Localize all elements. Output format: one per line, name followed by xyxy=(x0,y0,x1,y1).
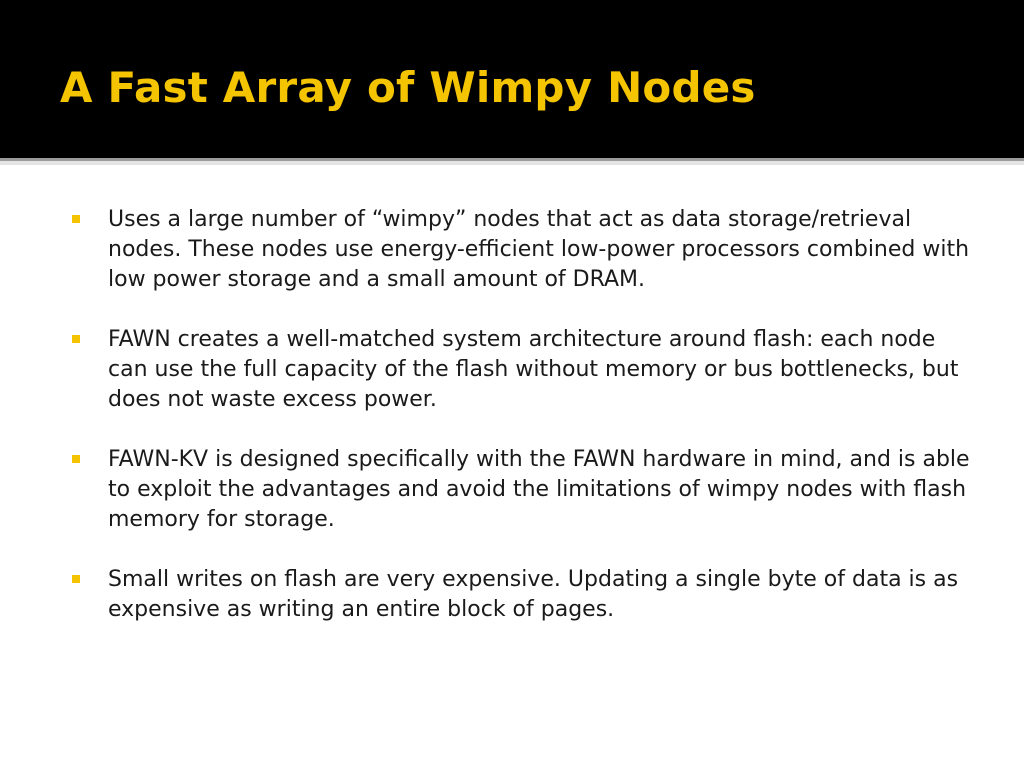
bullet-item: Small writes on flash are very expensive… xyxy=(70,565,970,625)
bullet-item: FAWN creates a well-matched system archi… xyxy=(70,325,970,415)
square-bullet-icon xyxy=(72,335,80,343)
bullet-text: Uses a large number of “wimpy” nodes tha… xyxy=(108,207,970,292)
square-bullet-icon xyxy=(72,455,80,463)
bullet-item: FAWN-KV is designed specifically with th… xyxy=(70,445,970,535)
bullet-text: Small writes on flash are very expensive… xyxy=(108,567,959,622)
title-divider-shadow xyxy=(0,161,1024,165)
bullet-text: FAWN-KV is designed specifically with th… xyxy=(108,447,970,532)
bullet-list: Uses a large number of “wimpy” nodes tha… xyxy=(70,205,970,655)
bullet-item: Uses a large number of “wimpy” nodes tha… xyxy=(70,205,970,295)
square-bullet-icon xyxy=(72,575,80,583)
slide-title: A Fast Array of Wimpy Nodes xyxy=(60,63,756,112)
bullet-text: FAWN creates a well-matched system archi… xyxy=(108,327,959,412)
square-bullet-icon xyxy=(72,215,80,223)
title-bar: A Fast Array of Wimpy Nodes xyxy=(0,0,1024,158)
title-divider xyxy=(0,158,1024,161)
